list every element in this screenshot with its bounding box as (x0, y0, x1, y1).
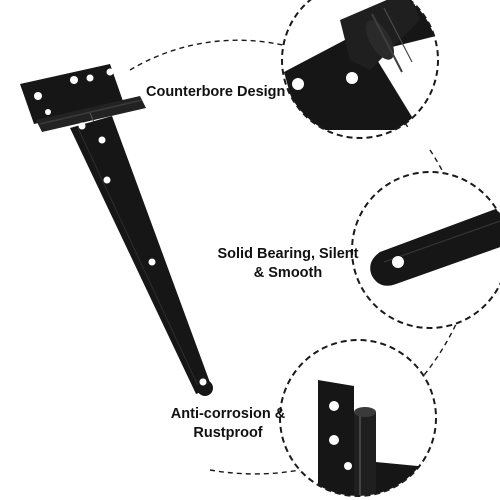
feature-label-counterbore: Counterbore Design (146, 83, 285, 102)
anticorrosion-label-line1: Anti-corrosion & (170, 406, 286, 422)
dashed-connector-arc-bottom (209, 469, 301, 475)
dashed-connector-arc-right-lower (419, 299, 467, 381)
counterbore-label: Counterbore Design (146, 84, 286, 100)
t-strap-hinge-image (20, 64, 213, 396)
strap-tip-closeup (351, 171, 500, 329)
bearing-label-line2: & Smooth (253, 265, 323, 281)
feature-label-bearing: Solid Bearing, Silent & Smooth (213, 245, 363, 283)
feature-label-anticorrosion: Anti-corrosion & Rustproof (163, 405, 293, 443)
hinge-knuckle-closeup (281, 0, 439, 139)
bearing-label-line1: Solid Bearing, Silent (217, 246, 359, 262)
anticorrosion-label-line2: Rustproof (193, 425, 263, 441)
